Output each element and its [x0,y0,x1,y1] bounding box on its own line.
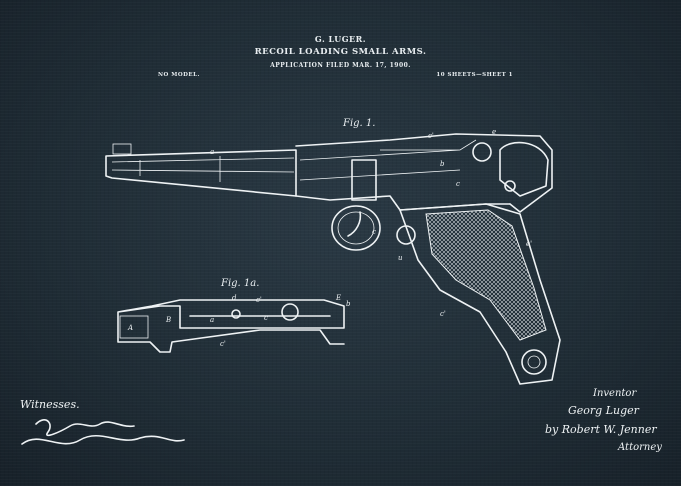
toggle-link [499,141,549,197]
attorney-label: Attorney [618,442,662,453]
filing-date: APPLICATION FILED MAR. 17, 1900. [270,62,411,69]
inventor-label: Inventor [593,388,637,399]
witnesses-label: Witnesses. [20,398,80,411]
breech-outline [117,299,345,353]
fig1-label: Fig. 1. [343,118,376,129]
svg-text:a: a [210,316,214,324]
svg-text:A: A [127,324,133,332]
svg-text:e: e [492,128,496,136]
svg-text:c': c' [220,340,226,348]
svg-text:c': c' [428,132,434,140]
sheet-label: 10 SHEETS—SHEET 1 [436,72,513,78]
magazine-base [521,349,547,375]
svg-text:c: c [372,228,376,236]
svg-text:c: c [264,314,268,322]
attorney-signature: by Robert W. Jenner [545,423,657,436]
svg-text:b: b [346,300,351,308]
toggle-knob [472,142,492,162]
witness-signatures [21,419,185,445]
fig1a-label: Fig. 1a. [221,278,260,289]
svg-text:c': c' [256,296,262,304]
front-sight [112,143,132,155]
breech-block [351,159,377,201]
breech-pin [281,303,299,321]
svg-text:u: u [398,254,403,262]
trigger [347,211,362,237]
svg-text:c: c [456,180,460,188]
receiver [295,133,553,213]
svg-text:e': e' [526,240,532,248]
trigger-guard [331,205,381,251]
grip-panel [425,209,547,341]
svg-text:b: b [440,160,445,168]
pistol-drawing: a c' e b c c u c' e' [105,128,561,385]
svg-text:B: B [165,316,171,324]
inventor-signature: Georg Luger [568,404,639,417]
svg-text:E: E [335,294,341,302]
breech-detail-drawing: A B a c d c' E b c' [117,294,351,353]
grip-frame [399,203,561,385]
patent-title: RECOIL LOADING SMALL ARMS. [254,47,427,57]
svg-text:d: d [232,294,237,302]
svg-text:a: a [210,148,214,156]
model-label: NO MODEL. [158,72,200,78]
inventor-name: G. LUGER. [314,34,367,44]
barrel [105,149,297,197]
svg-text:c': c' [440,310,446,318]
